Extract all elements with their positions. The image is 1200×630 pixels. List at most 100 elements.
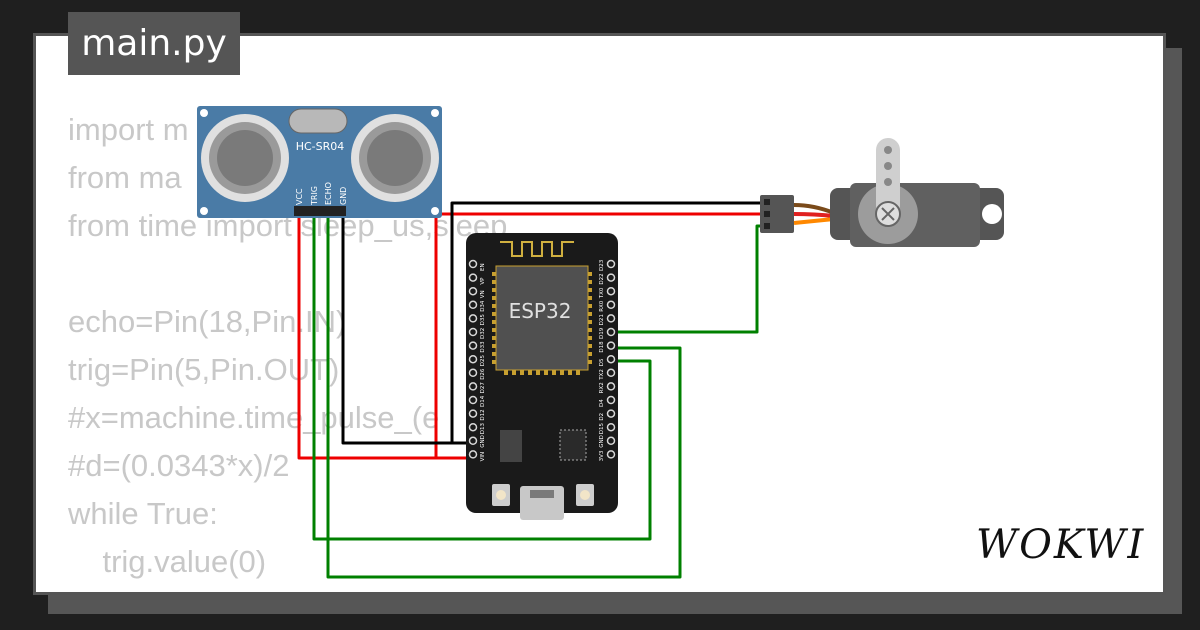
pin-label-d4: D4 — [599, 399, 605, 407]
wire-servo-gnd — [450, 201, 760, 445]
pin-d15[interactable] — [606, 422, 616, 432]
pin-vn[interactable] — [468, 286, 478, 296]
module-leg — [568, 370, 572, 375]
pin-label-d5: D5 — [599, 358, 605, 366]
code-line: from ma — [68, 160, 182, 195]
pin-d14[interactable] — [468, 395, 478, 405]
pin-d33[interactable] — [468, 341, 478, 350]
module-leg — [588, 360, 592, 364]
module-leg — [588, 272, 592, 276]
module-leg — [492, 296, 496, 300]
pin-label-vin: VIN — [480, 452, 486, 462]
module-leg — [528, 370, 532, 375]
module-leg — [492, 288, 496, 292]
pin-d25[interactable] — [468, 354, 478, 364]
wokwi-logo: WOKWI — [976, 522, 1146, 568]
pin-d22[interactable] — [606, 273, 616, 282]
code-line: trig.value(0) — [68, 544, 267, 579]
module-leg — [492, 328, 496, 332]
pin-gnd[interactable] — [468, 436, 478, 446]
code-line: #x=machine.time_pulse_(e — [68, 400, 440, 435]
pin-d35[interactable] — [468, 314, 478, 323]
pin-label-tx0: TX0 — [599, 287, 605, 299]
module-leg — [588, 336, 592, 340]
pin-label-vp: VP — [480, 277, 486, 285]
sensor-pin-trig: TRIG — [310, 186, 319, 206]
transducer-right — [351, 114, 439, 202]
module-leg — [588, 312, 592, 316]
pin-rx2[interactable] — [606, 382, 616, 391]
pin-d13[interactable] — [468, 422, 478, 432]
sensor-pin-labels: VCC TRIG ECHO GND — [295, 182, 348, 206]
pin-label-d33: D33 — [480, 341, 486, 353]
esp32-module: ESP32 — [495, 265, 589, 371]
module-leg — [492, 320, 496, 324]
servo-horn[interactable] — [858, 138, 918, 244]
code-line: trig=Pin(5,Pin.OUT) — [68, 352, 340, 387]
pin-d5[interactable] — [606, 354, 616, 364]
pin-d18[interactable] — [606, 341, 616, 350]
module-leg — [588, 328, 592, 332]
pin-label-d23: D23 — [599, 259, 605, 271]
module-leg — [588, 320, 592, 324]
module-leg — [560, 370, 564, 375]
pin-label-d18: D18 — [599, 341, 605, 353]
wire-gnd — [341, 215, 472, 445]
servo-motor[interactable] — [760, 138, 1004, 247]
sensor-label: HC-SR04 — [296, 140, 345, 153]
pin-d32[interactable] — [468, 327, 478, 337]
pin-label-d32: D32 — [480, 328, 486, 339]
pin-label-d35: D35 — [480, 314, 486, 326]
pin-label-d27: D27 — [480, 382, 486, 394]
board-pin-labels: ENVPVND34D35D32D33D25D26D27D14D12D13GNDV… — [480, 259, 605, 461]
sensor-pin-gnd: GND — [339, 187, 348, 205]
pin-tx2[interactable] — [606, 368, 616, 378]
module-leg — [588, 296, 592, 300]
pin-label-d22: D22 — [599, 273, 605, 284]
file-tab[interactable]: main.py — [68, 12, 240, 75]
voltage-regulator — [500, 430, 522, 462]
pin-label-en: EN — [480, 263, 486, 271]
wire-vcc-vin — [297, 215, 472, 460]
pin-label-d13: D13 — [480, 422, 486, 434]
pin-label-rx2: RX2 — [599, 382, 605, 393]
pin-label-rx0: RX0 — [599, 300, 605, 312]
pin-d4[interactable] — [606, 395, 616, 405]
pin-d2[interactable] — [606, 409, 616, 418]
module-leg — [536, 370, 540, 375]
pin-vp[interactable] — [468, 273, 478, 282]
module-legs — [492, 272, 592, 375]
hc-sr04-sensor[interactable]: HC-SR04 VCC TRIG ECHO GND — [197, 106, 442, 218]
code-line: while True: — [68, 496, 218, 531]
module-leg — [492, 312, 496, 316]
pin-d23[interactable] — [606, 259, 616, 269]
esp32-board[interactable]: ESP32 ENVPVND34D35D32D33D25D26D27D14D12D… — [466, 233, 618, 520]
pin-gnd[interactable] — [606, 436, 616, 446]
module-leg — [492, 280, 496, 284]
wire-echo — [326, 215, 682, 579]
transducer-left — [201, 114, 289, 202]
wires — [297, 201, 760, 579]
module-leg — [588, 288, 592, 292]
pin-rx0[interactable] — [606, 300, 616, 310]
usb-chip — [559, 429, 587, 461]
pin-d26[interactable] — [468, 368, 478, 378]
pin-en[interactable] — [468, 259, 478, 269]
module-leg — [492, 304, 496, 308]
sensor-pin-echo: ECHO — [324, 182, 333, 205]
module-leg — [588, 344, 592, 348]
pin-d34[interactable] — [468, 300, 478, 310]
pin-d21[interactable] — [606, 314, 616, 323]
module-leg — [520, 370, 524, 375]
pin-3v3[interactable] — [606, 450, 616, 459]
pin-d19[interactable] — [606, 327, 616, 337]
pin-d12[interactable] — [468, 409, 478, 418]
pin-label-d26: D26 — [480, 368, 486, 380]
module-leg — [492, 352, 496, 356]
pin-tx0[interactable] — [606, 286, 616, 296]
wire-servo-signal — [612, 224, 760, 334]
module-leg — [576, 370, 580, 375]
pin-d27[interactable] — [468, 382, 478, 391]
pin-vin[interactable] — [468, 450, 478, 459]
